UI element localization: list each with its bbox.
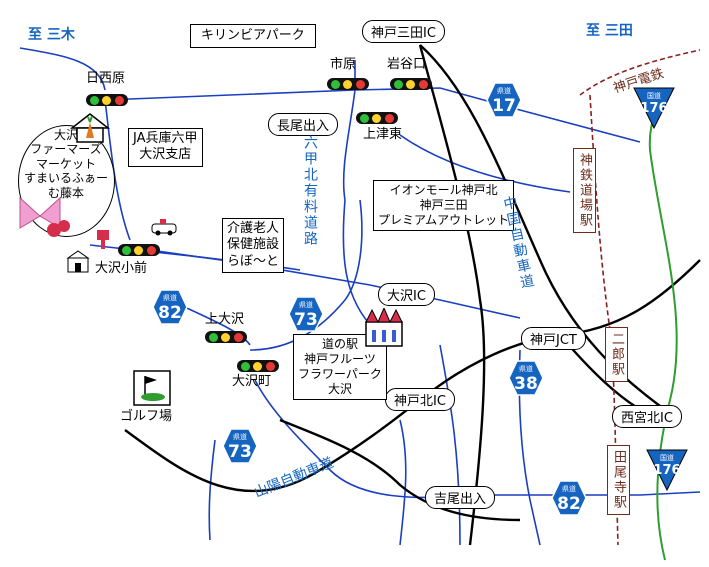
svg-text:82: 82: [158, 303, 182, 323]
svg-text:県道: 県道: [519, 364, 533, 373]
svg-text:176: 176: [640, 101, 667, 116]
traffic-signal-icon: [356, 112, 398, 124]
route-17-shield: 県道 17: [486, 82, 522, 118]
kamitsuhigashi-label: 上津東: [363, 127, 403, 142]
svg-text:82: 82: [557, 494, 581, 514]
rokko-kita-toll-road-label: 六甲北有料道路: [302, 135, 318, 247]
route-73-shield: 県道 73: [288, 296, 324, 332]
kirin-beer-park-label: キリンビアパーク: [190, 24, 316, 49]
house-icon: [70, 113, 110, 143]
iwatani-label: 岩谷口: [387, 57, 427, 72]
traffic-signal-icon: [237, 360, 279, 372]
nishinomiya-kita-ic: 西宮北IC: [612, 405, 682, 428]
kobe-sanda-ic: 神戸三田IC: [362, 20, 445, 43]
ichihara-label: 市原: [330, 57, 357, 72]
kobe-kita-ic: 神戸北IC: [385, 388, 455, 411]
hiegahara-label: 日西原: [86, 71, 126, 86]
direction-sanda: 至 三田: [586, 23, 633, 39]
traffic-signal-icon: [390, 78, 432, 90]
nirou-station: 二郎駅: [605, 327, 628, 382]
castle-icon: [365, 308, 403, 347]
svg-text:176: 176: [653, 463, 680, 478]
national-route-176-shield: 国道 176: [633, 87, 675, 130]
post-box-icon: [97, 230, 109, 249]
police-icon: [151, 219, 177, 236]
svg-text:県道: 県道: [299, 300, 313, 309]
svg-text:国道: 国道: [660, 453, 674, 462]
svg-text:県道: 県道: [233, 432, 247, 441]
golf-course-label: ゴルフ場: [120, 409, 173, 424]
traffic-signal-icon: [86, 94, 128, 106]
traffic-signal-icon: [205, 331, 247, 343]
tajiriji-station: 田尾寺駅: [607, 445, 630, 515]
kobe-jct: 神戸JCT: [521, 327, 586, 350]
golf-icon: [133, 370, 171, 406]
svg-text:県道: 県道: [562, 484, 576, 493]
school-icon: [66, 250, 90, 273]
svg-text:38: 38: [514, 374, 538, 394]
nagao-exit: 長尾出入: [268, 113, 339, 136]
farmers-market-label: 大沢 ファーマーズ マーケット すまいるふぁー む藤本: [24, 128, 109, 200]
aeon-outlet-label: イオンモール神戸北 神戸三田 プレミアムアウトレット: [373, 180, 515, 231]
svg-text:17: 17: [492, 96, 516, 116]
kaigo-facility-label: 介護老人 保健施設 らぼ〜と: [222, 218, 285, 273]
svg-text:73: 73: [294, 310, 318, 330]
ja-branch-label: JA兵庫六甲 大沢支店: [128, 128, 203, 167]
direction-miki: 至 三木: [28, 27, 75, 43]
national-route-176-shield-south: 国道 176: [646, 449, 688, 492]
kamiosawa-label: 上大沢: [205, 312, 245, 327]
osawa-ic: 大沢IC: [378, 283, 435, 306]
route-73-shield-south: 県道 73: [222, 428, 258, 464]
route-82-shield-south: 県道 82: [551, 480, 587, 516]
svg-text:県道: 県道: [163, 293, 177, 302]
traffic-signal-icon: [118, 244, 160, 256]
traffic-signal-icon: [327, 78, 369, 90]
shintetsu-doba-station: 神鉄道場駅: [573, 148, 596, 233]
yoshio-exit: 吉尾出入: [425, 486, 496, 509]
svg-text:県道: 県道: [497, 86, 511, 95]
route-82-shield: 県道 82: [152, 289, 188, 325]
svg-text:73: 73: [228, 442, 252, 462]
strawberry-icon: [19, 196, 70, 237]
svg-text:国道: 国道: [647, 91, 661, 100]
route-38-shield: 県道 38: [508, 360, 544, 396]
osawa-shomae-label: 大沢小前: [95, 261, 148, 276]
osawacho-label: 大沢町: [232, 374, 272, 389]
